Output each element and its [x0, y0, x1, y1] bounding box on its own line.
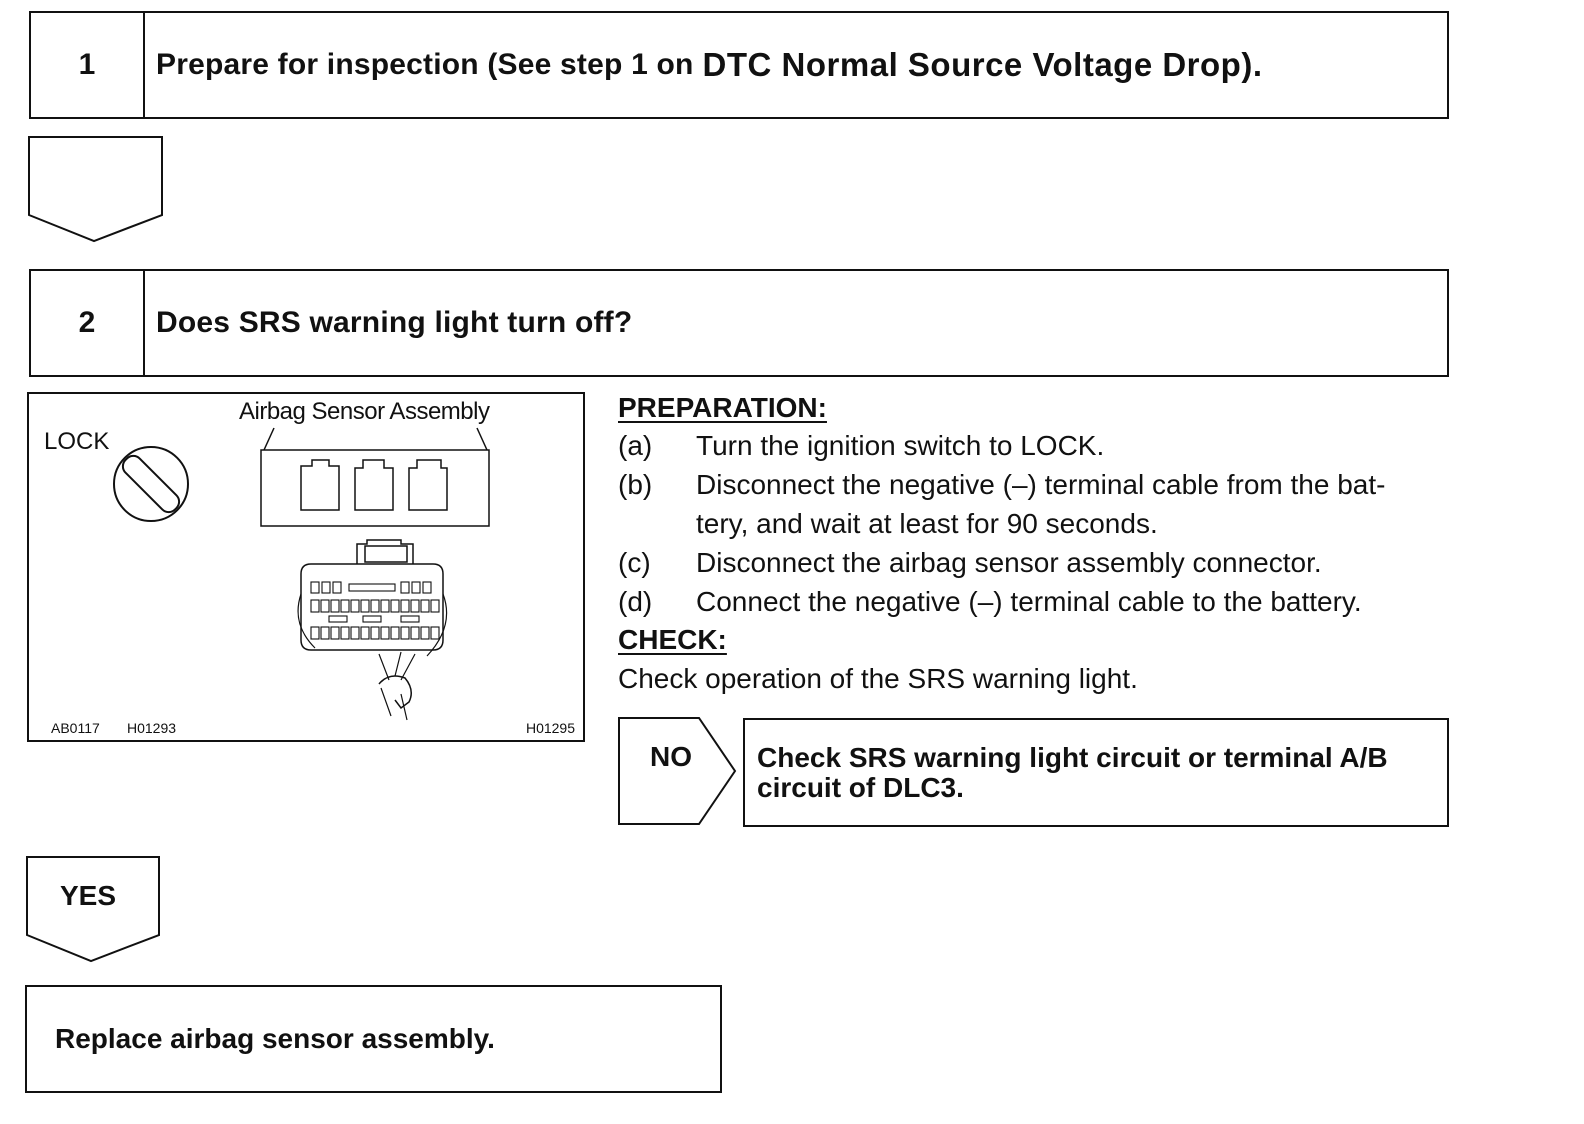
prep-item-a: (a) Turn the ignition switch to LOCK.	[618, 430, 1105, 461]
airbag-sensor-label: Airbag Sensor Assembly	[239, 398, 490, 425]
no-label: NO	[650, 741, 692, 772]
no-result-box: Check SRS warning light circuit or termi…	[743, 718, 1449, 827]
airbag-sensor-figure: LOCK Airbag Sensor Assembly AB0117 H0129…	[27, 392, 585, 742]
step-1-title: Prepare for inspection (See step 1 on DT…	[145, 13, 1447, 117]
step-2-number: 2	[31, 271, 145, 375]
step-1-box: 1 Prepare for inspection (See step 1 on …	[29, 11, 1449, 119]
step-2-title: Does SRS warning light turn off?	[156, 306, 633, 339]
yes-arrow	[26, 856, 160, 963]
no-result-line1: Check SRS warning light circuit or termi…	[757, 741, 1388, 773]
step-1-title-text: Prepare for inspection (See step 1 on	[156, 48, 694, 81]
figure-ref-1: AB0117	[51, 720, 100, 736]
step-1-number: 1	[31, 13, 145, 117]
airbag-sensor-assembly-icon	[260, 449, 490, 527]
prep-item-b: (b) Disconnect the negative (–) terminal…	[618, 469, 1386, 539]
lock-label: LOCK	[44, 428, 110, 455]
step-2-box: 2 Does SRS warning light turn off?	[29, 269, 1449, 377]
prep-item-d: (d) Connect the negative (–) terminal ca…	[618, 586, 1362, 617]
figure-ref-3: H01295	[525, 720, 575, 736]
ignition-key-icon	[113, 446, 189, 522]
figure-illustration	[113, 427, 490, 721]
yes-result-text: Replace airbag sensor assembly.	[55, 1023, 495, 1054]
check-text: Check operation of the SRS warning light…	[618, 663, 1138, 694]
prep-item-c: (c) Disconnect the airbag sensor assembl…	[618, 547, 1322, 578]
yes-label: YES	[60, 880, 117, 911]
preparation-heading: PREPARATION:	[618, 392, 827, 423]
check-heading: CHECK:	[618, 624, 727, 655]
step-1-title-emphasis: DTC Normal Source Voltage Drop).	[702, 46, 1263, 83]
instructions: PREPARATION: (a) Turn the ignition switc…	[618, 390, 1458, 698]
sensor-connector-icon	[297, 539, 448, 721]
flow-arrow-step1	[28, 136, 163, 243]
yes-result-box: Replace airbag sensor assembly.	[25, 985, 722, 1093]
no-arrow	[618, 717, 737, 825]
figure-ref-2: H01293	[127, 720, 177, 736]
no-result-line2: circuit of DLC3.	[757, 771, 964, 803]
